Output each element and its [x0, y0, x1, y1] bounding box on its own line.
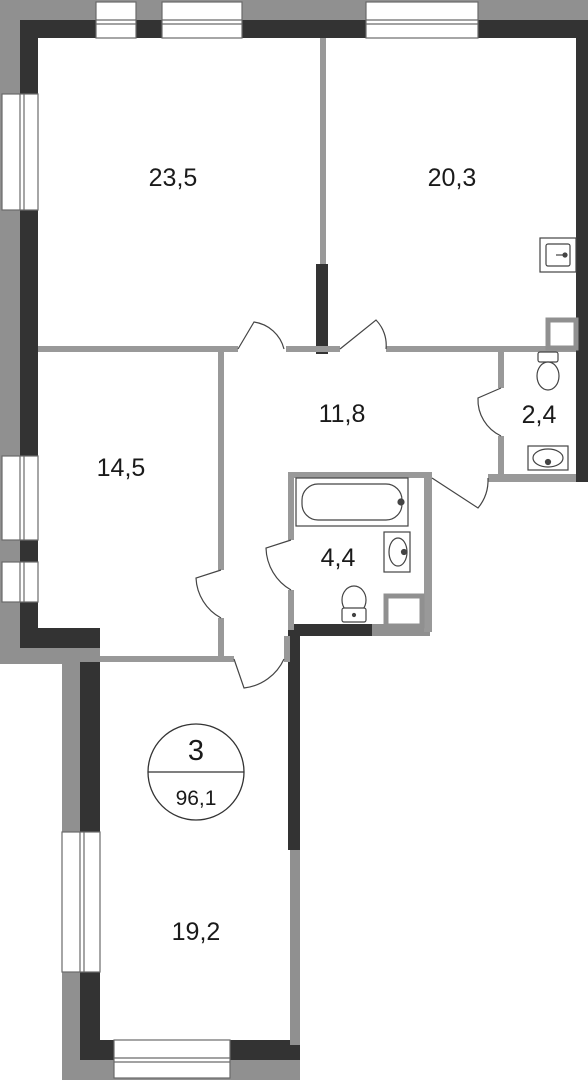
partition-wc-bottom [488, 474, 576, 482]
partition-bath-top [288, 472, 432, 478]
partition-bath-right [424, 472, 432, 632]
door-room4 [233, 658, 285, 689]
wall-bath-bottom [288, 624, 374, 636]
window-left-1 [1, 93, 39, 211]
window-top-1 [95, 1, 137, 39]
sink-icon [539, 237, 577, 273]
room-area-label: 14,5 [97, 454, 146, 482]
bath-sink-icon [383, 531, 411, 573]
partition-room1-room2 [320, 38, 326, 266]
room-area-label: 20,3 [428, 164, 477, 192]
partition-wc-left-top [498, 352, 504, 388]
room-area-label: 19,2 [172, 918, 221, 946]
room-area-label: 2,4 [522, 401, 557, 429]
partition-wc-left-bottom [498, 436, 504, 476]
window-bottom [113, 1039, 231, 1079]
partition-room2-bottom [386, 346, 576, 352]
shaft-bath [383, 593, 425, 629]
room-labels: 23,5 20,3 11,8 2,4 14,5 4,4 19,2 [97, 164, 557, 946]
badge-rooms-count: 3 [188, 735, 204, 767]
room-area-label: 4,4 [321, 544, 356, 572]
partition-hall-lower [284, 636, 290, 662]
partition-bath-left-bottom [288, 590, 294, 630]
shafts [383, 317, 579, 629]
bathtub-icon [295, 477, 409, 527]
door-wc [477, 387, 502, 437]
partition-room3-right-top [218, 352, 224, 570]
summary-badge: 3 96,1 [147, 723, 245, 821]
wall-lower-right-gray [290, 850, 300, 1045]
windows [1, 1, 479, 1079]
doors [195, 319, 502, 689]
door-room1 [237, 321, 285, 350]
room-area-label: 11,8 [319, 400, 366, 428]
shaft-wc [545, 317, 579, 351]
door-room3 [195, 569, 222, 619]
wc-sink-icon [527, 445, 569, 471]
room-area-label: 23,5 [149, 164, 198, 192]
partition-room1-bottom [38, 346, 238, 352]
bath-toilet-icon [341, 585, 367, 623]
door-hall-right [431, 477, 489, 509]
toilet-icon [536, 351, 560, 391]
partition-bath-left-top [288, 472, 294, 540]
wall-left-bottom [0, 646, 100, 664]
wall-top [0, 0, 588, 20]
window-lower-left [61, 831, 101, 973]
partition-hall-top-mid [286, 346, 340, 352]
door-room2 [339, 319, 387, 350]
wall-right [576, 20, 588, 482]
fixtures [295, 237, 577, 623]
door-bath [265, 539, 292, 591]
window-top-3 [365, 1, 479, 39]
badge-total-area: 96,1 [176, 787, 217, 810]
wall-lower-right [288, 628, 300, 850]
partition-dark-post [316, 264, 328, 354]
window-top-2 [161, 1, 243, 39]
wall-left-bottom-inner [20, 628, 100, 648]
window-left-3 [1, 561, 39, 603]
partitions [38, 38, 576, 662]
partition-room3-bottom [100, 656, 234, 662]
window-left-2 [1, 455, 39, 541]
partition-room3-right-bottom [218, 618, 224, 662]
